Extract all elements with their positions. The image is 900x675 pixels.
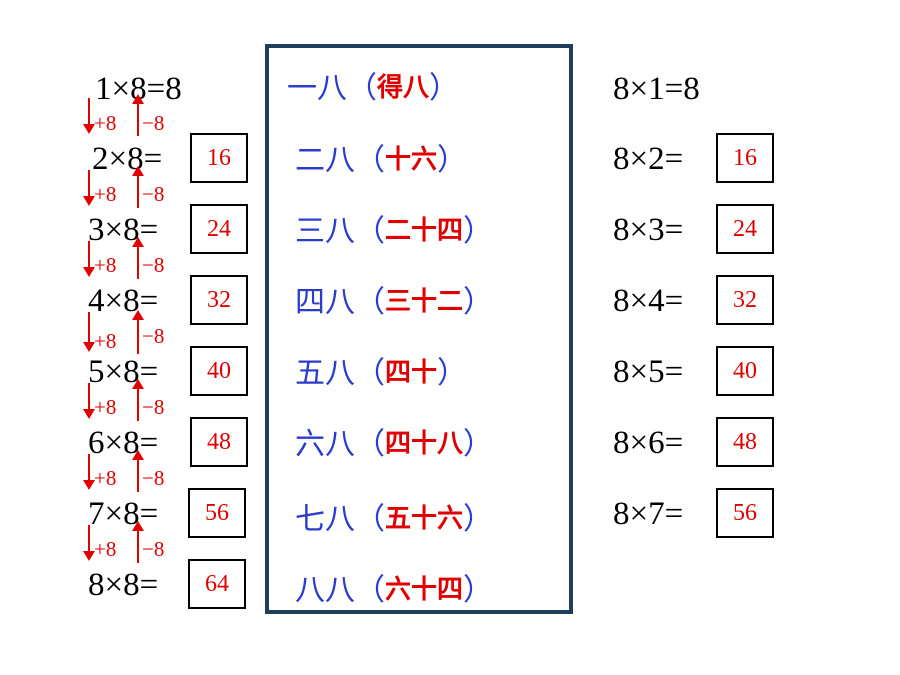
left-answer-box-8: 64 — [188, 559, 246, 609]
open-paren: （ — [347, 71, 377, 106]
rhyme-line-1: 一八 （ 得八 ） — [287, 60, 587, 110]
close-paren: ） — [463, 285, 494, 320]
rhyme-head: 八八 — [295, 573, 355, 608]
close-paren: ） — [463, 573, 494, 608]
arrow-down-icon — [83, 312, 95, 352]
arrow-up-icon — [132, 310, 144, 354]
close-paren: ） — [437, 143, 468, 178]
right-equation-1: 8×1=8 — [613, 71, 700, 107]
rhyme-head: 一八 — [287, 71, 347, 106]
minus-eight-label: −8 — [142, 182, 165, 206]
close-paren: ） — [429, 71, 460, 106]
left-answer-box-6: 48 — [190, 417, 248, 467]
arrow-down-icon — [83, 454, 95, 490]
rhyme-value: 六十四 — [385, 574, 464, 605]
left-answer-box-4: 32 — [190, 275, 248, 325]
rhyme-value: 四十八 — [385, 428, 464, 459]
rhyme-head: 六八 — [295, 427, 355, 462]
minus-eight-label: −8 — [142, 111, 165, 135]
right-answer-box-5: 40 — [716, 346, 774, 396]
arrow-down-icon — [83, 98, 95, 134]
open-paren: （ — [355, 143, 385, 178]
minus-eight-label: −8 — [142, 537, 165, 561]
rhyme-value: 十六 — [385, 144, 438, 175]
rhyme-value: 二十四 — [385, 215, 464, 246]
open-paren: （ — [355, 573, 385, 608]
arrow-down-icon — [83, 383, 95, 419]
rhyme-head: 五八 — [295, 356, 355, 391]
arrow-up-icon — [132, 450, 144, 492]
close-paren: ） — [463, 502, 494, 537]
right-answer-box-4: 32 — [716, 275, 774, 325]
left-answer-box-2: 16 — [190, 133, 248, 183]
right-answer-box-7: 56 — [716, 488, 774, 538]
left-equation-4: 4×8= — [88, 283, 159, 319]
left-answer-box-7: 56 — [188, 488, 246, 538]
close-paren: ） — [437, 356, 468, 391]
arrow-down-icon — [83, 241, 95, 277]
rhyme-line-2: 二八 （ 十六 ） — [295, 132, 595, 182]
minus-eight-label: −8 — [142, 253, 165, 277]
plus-eight-label: +8 — [94, 537, 117, 561]
arrow-up-icon — [132, 94, 144, 136]
minus-eight-label: −8 — [142, 324, 165, 348]
right-equation-5: 8×5= — [613, 354, 684, 390]
minus-eight-label: −8 — [142, 395, 165, 419]
rhyme-value: 得八 — [377, 72, 430, 103]
plus-eight-label: +8 — [94, 466, 117, 490]
multiplication-rhyme-box: 一八 （ 得八 ） 二八 （ 十六 ） 三八 （ 二十四 ） 四八 （ 三十二 … — [265, 44, 573, 614]
right-answer-box-2: 16 — [716, 133, 774, 183]
open-paren: （ — [355, 285, 385, 320]
rhyme-value: 三十二 — [385, 286, 464, 317]
rhyme-head: 三八 — [295, 214, 355, 249]
right-equation-6: 8×6= — [613, 425, 684, 461]
rhyme-head: 二八 — [295, 143, 355, 178]
arrow-up-icon — [132, 379, 144, 421]
plus-eight-label: +8 — [94, 182, 117, 206]
rhyme-line-3: 三八 （ 二十四 ） — [295, 203, 595, 253]
rhyme-line-8: 八八 （ 六十四 ） — [295, 562, 595, 612]
plus-eight-label: +8 — [94, 111, 117, 135]
plus-eight-label: +8 — [94, 253, 117, 277]
rhyme-line-6: 六八 （ 四十八 ） — [295, 416, 595, 466]
close-paren: ） — [463, 427, 494, 462]
right-answer-box-3: 24 — [716, 204, 774, 254]
left-answer-box-5: 40 — [190, 346, 248, 396]
right-equation-4: 8×4= — [613, 283, 684, 319]
left-equation-8: 8×8= — [88, 567, 159, 603]
arrow-up-icon — [132, 521, 144, 563]
rhyme-value: 四十 — [385, 357, 438, 388]
right-equation-3: 8×3= — [613, 212, 684, 248]
open-paren: （ — [355, 214, 385, 249]
rhyme-head: 七八 — [295, 502, 355, 537]
minus-eight-label: −8 — [142, 466, 165, 490]
plus-eight-label: +8 — [94, 395, 117, 419]
left-answer-box-3: 24 — [190, 204, 248, 254]
rhyme-line-4: 四八 （ 三十二 ） — [295, 274, 595, 324]
rhyme-line-7: 七八 （ 五十六 ） — [295, 491, 595, 541]
right-equation-7: 8×7= — [613, 496, 684, 532]
arrow-down-icon — [83, 170, 95, 206]
right-equation-2: 8×2= — [613, 141, 684, 177]
rhyme-line-5: 五八 （ 四十 ） — [295, 345, 595, 395]
left-equation-7: 7×8= — [88, 496, 159, 532]
left-equation-2: 2×8= — [92, 141, 163, 177]
open-paren: （ — [355, 427, 385, 462]
arrow-up-icon — [132, 166, 144, 208]
left-equation-5: 5×8= — [88, 354, 159, 390]
plus-eight-label: +8 — [94, 329, 117, 353]
rhyme-head: 四八 — [295, 285, 355, 320]
arrow-up-icon — [132, 237, 144, 279]
right-answer-box-6: 48 — [716, 417, 774, 467]
open-paren: （ — [355, 356, 385, 391]
left-equation-6: 6×8= — [88, 425, 159, 461]
rhyme-value: 五十六 — [385, 503, 464, 534]
close-paren: ） — [463, 214, 494, 249]
open-paren: （ — [355, 502, 385, 537]
left-equation-3: 3×8= — [88, 212, 159, 248]
arrow-down-icon — [83, 525, 95, 561]
